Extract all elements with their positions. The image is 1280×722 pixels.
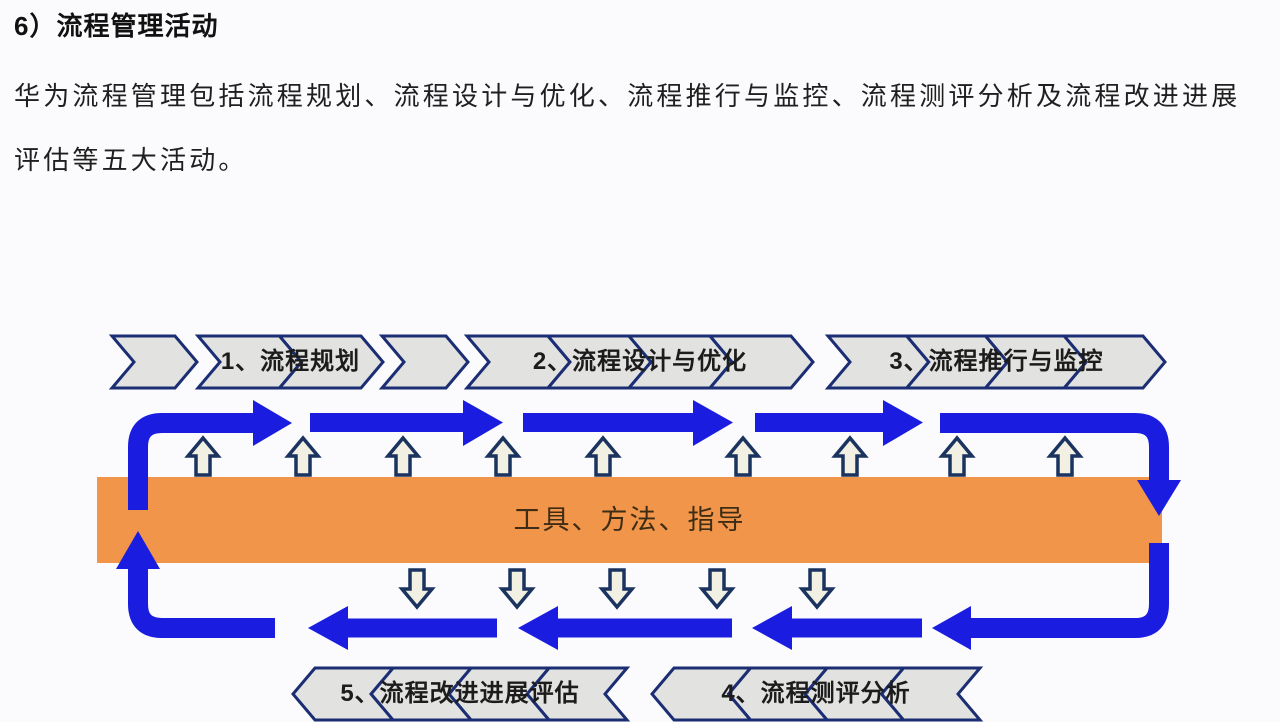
up-arrow-icon xyxy=(184,435,222,477)
body-paragraph-line-1: 华为流程管理包括流程规划、流程设计与优化、流程推行与监控、流程测评分析及流程改进… xyxy=(14,81,1241,111)
chevron-banner-step-4 xyxy=(650,666,984,722)
cycle-arrows xyxy=(116,400,1181,650)
band-io-arrows xyxy=(184,435,1084,610)
chevron-banner-step-2 xyxy=(463,334,815,390)
chevron-banner-blank-mid xyxy=(378,334,470,390)
up-arrow-icon xyxy=(724,435,762,477)
chevron-banner-blank-lead xyxy=(108,334,199,390)
down-arrow-icon xyxy=(498,568,536,610)
down-arrow-icon xyxy=(698,568,736,610)
down-arrow-icon xyxy=(398,568,436,610)
page-title: 6）流程管理活动 xyxy=(14,11,219,41)
chevron-banner-step-1 xyxy=(194,334,385,390)
up-arrow-icon xyxy=(384,435,422,477)
down-arrow-icon xyxy=(598,568,636,610)
up-arrow-icon xyxy=(831,435,869,477)
up-arrow-icon xyxy=(938,435,976,477)
down-arrow-icon xyxy=(798,568,836,610)
up-arrow-icon xyxy=(284,435,322,477)
chevron-banner-step-3 xyxy=(824,334,1167,390)
up-arrow-icon xyxy=(584,435,622,477)
chevron-banner-step-5 xyxy=(291,666,631,722)
body-paragraph-line-2: 评估等五大活动。 xyxy=(14,145,248,175)
up-arrow-icon xyxy=(1046,435,1084,477)
up-arrow-icon xyxy=(484,435,522,477)
tools-band xyxy=(97,477,1162,563)
